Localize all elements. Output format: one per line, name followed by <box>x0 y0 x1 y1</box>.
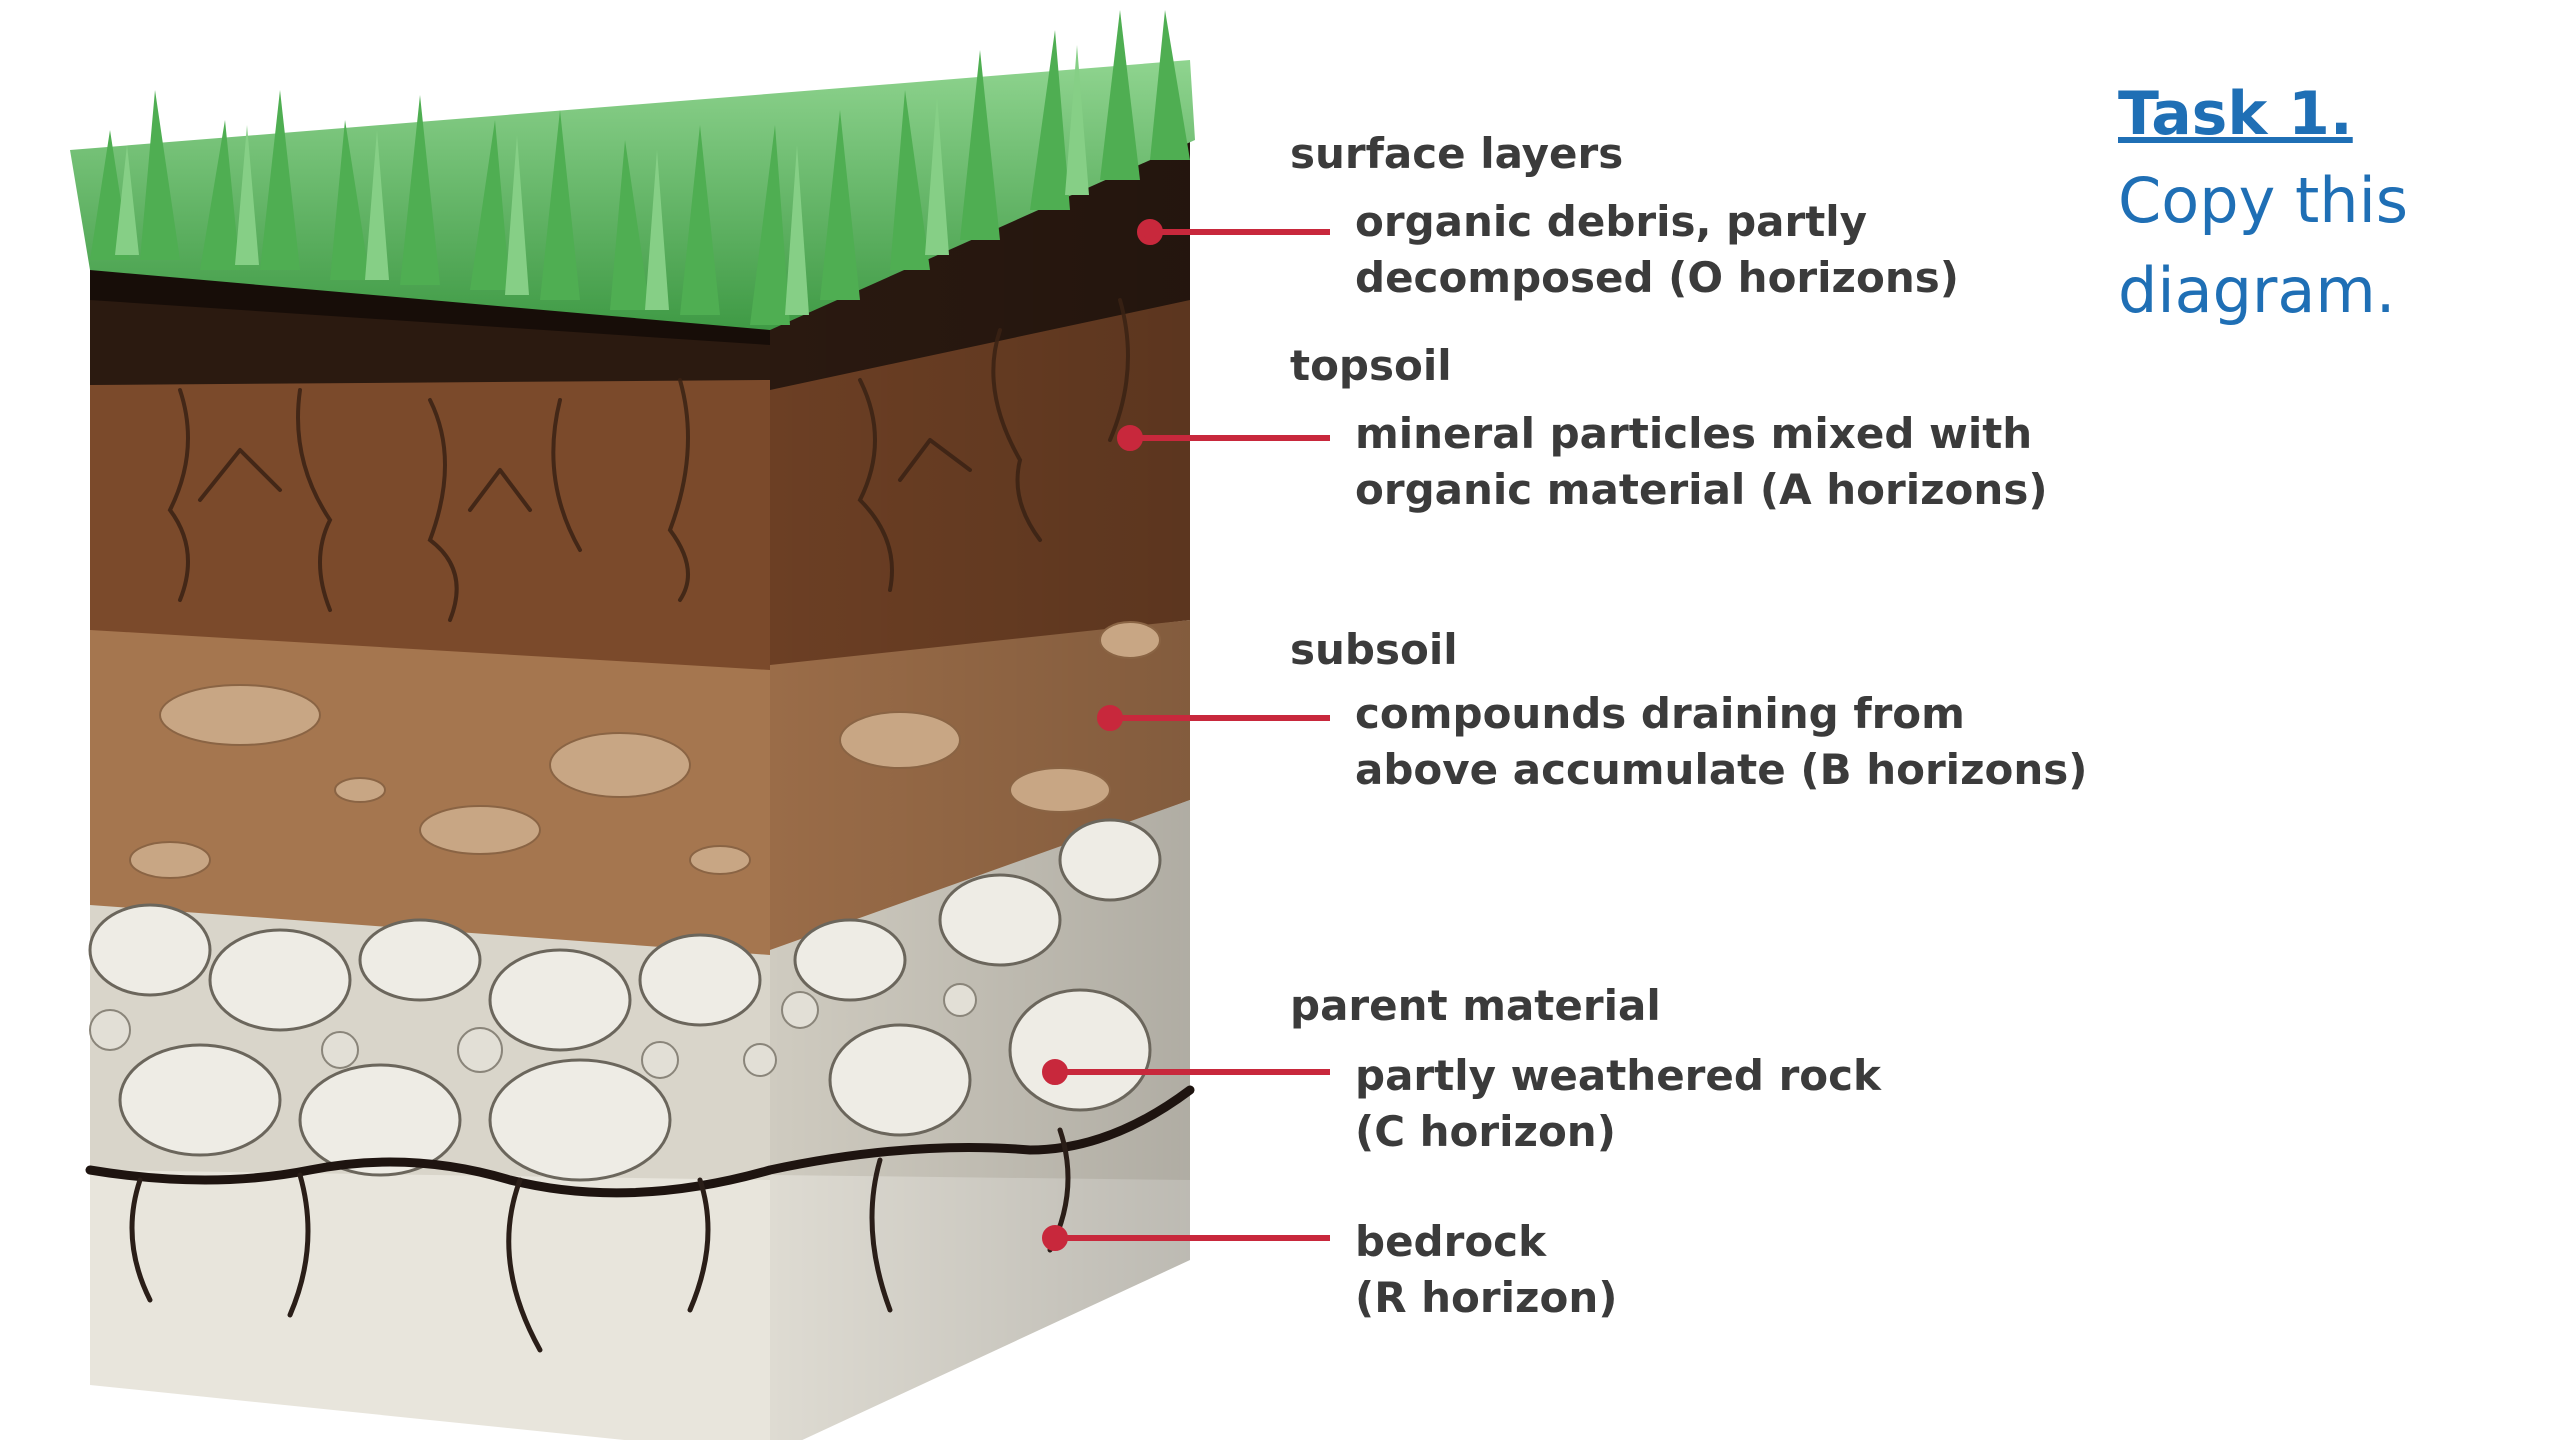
label-bedrock-desc-2: (R horizon) <box>1355 1273 1617 1322</box>
task-line-2: diagram. <box>2118 254 2396 327</box>
label-topsoil-desc-2: organic material (A horizons) <box>1355 465 2048 514</box>
task-instructions: Task 1. Copy this diagram. <box>2118 72 2538 336</box>
label-topsoil-desc-1: mineral particles mixed with <box>1355 409 2032 458</box>
label-surface-layers-desc-2: decomposed (O horizons) <box>1355 253 1959 302</box>
label-subsoil-desc-2: above accumulate (B horizons) <box>1355 745 2087 794</box>
label-subsoil-title: subsoil <box>1290 625 1458 674</box>
leader-lines <box>1042 219 1330 1251</box>
subsoil-layer <box>90 625 770 955</box>
labels: surface layers organic debris, partly de… <box>1290 129 2087 1322</box>
topsoil-layer <box>90 350 770 670</box>
soil-block <box>85 130 1195 1440</box>
bedrock-layer <box>90 1170 770 1440</box>
task-title: Task 1. <box>2118 79 2353 149</box>
label-parent-material-title: parent material <box>1290 981 1661 1030</box>
label-bedrock-desc-1: bedrock <box>1355 1217 1547 1266</box>
label-topsoil-title: topsoil <box>1290 341 1452 390</box>
label-parent-material-desc-1: partly weathered rock <box>1355 1051 1882 1100</box>
label-surface-layers-desc-1: organic debris, partly <box>1355 197 1867 246</box>
label-parent-material-desc-2: (C horizon) <box>1355 1107 1616 1156</box>
grass <box>70 10 1195 330</box>
label-subsoil-desc-1: compounds draining from <box>1355 689 1965 738</box>
task-line-1: Copy this <box>2118 164 2409 237</box>
label-surface-layers-title: surface layers <box>1290 129 1623 178</box>
